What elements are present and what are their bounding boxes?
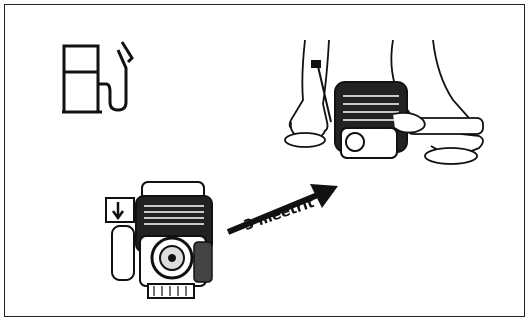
engine-unit-illustration — [96, 176, 221, 302]
fuel-pump-icon — [62, 40, 142, 116]
operator-starting-engine-illustration — [283, 36, 495, 168]
